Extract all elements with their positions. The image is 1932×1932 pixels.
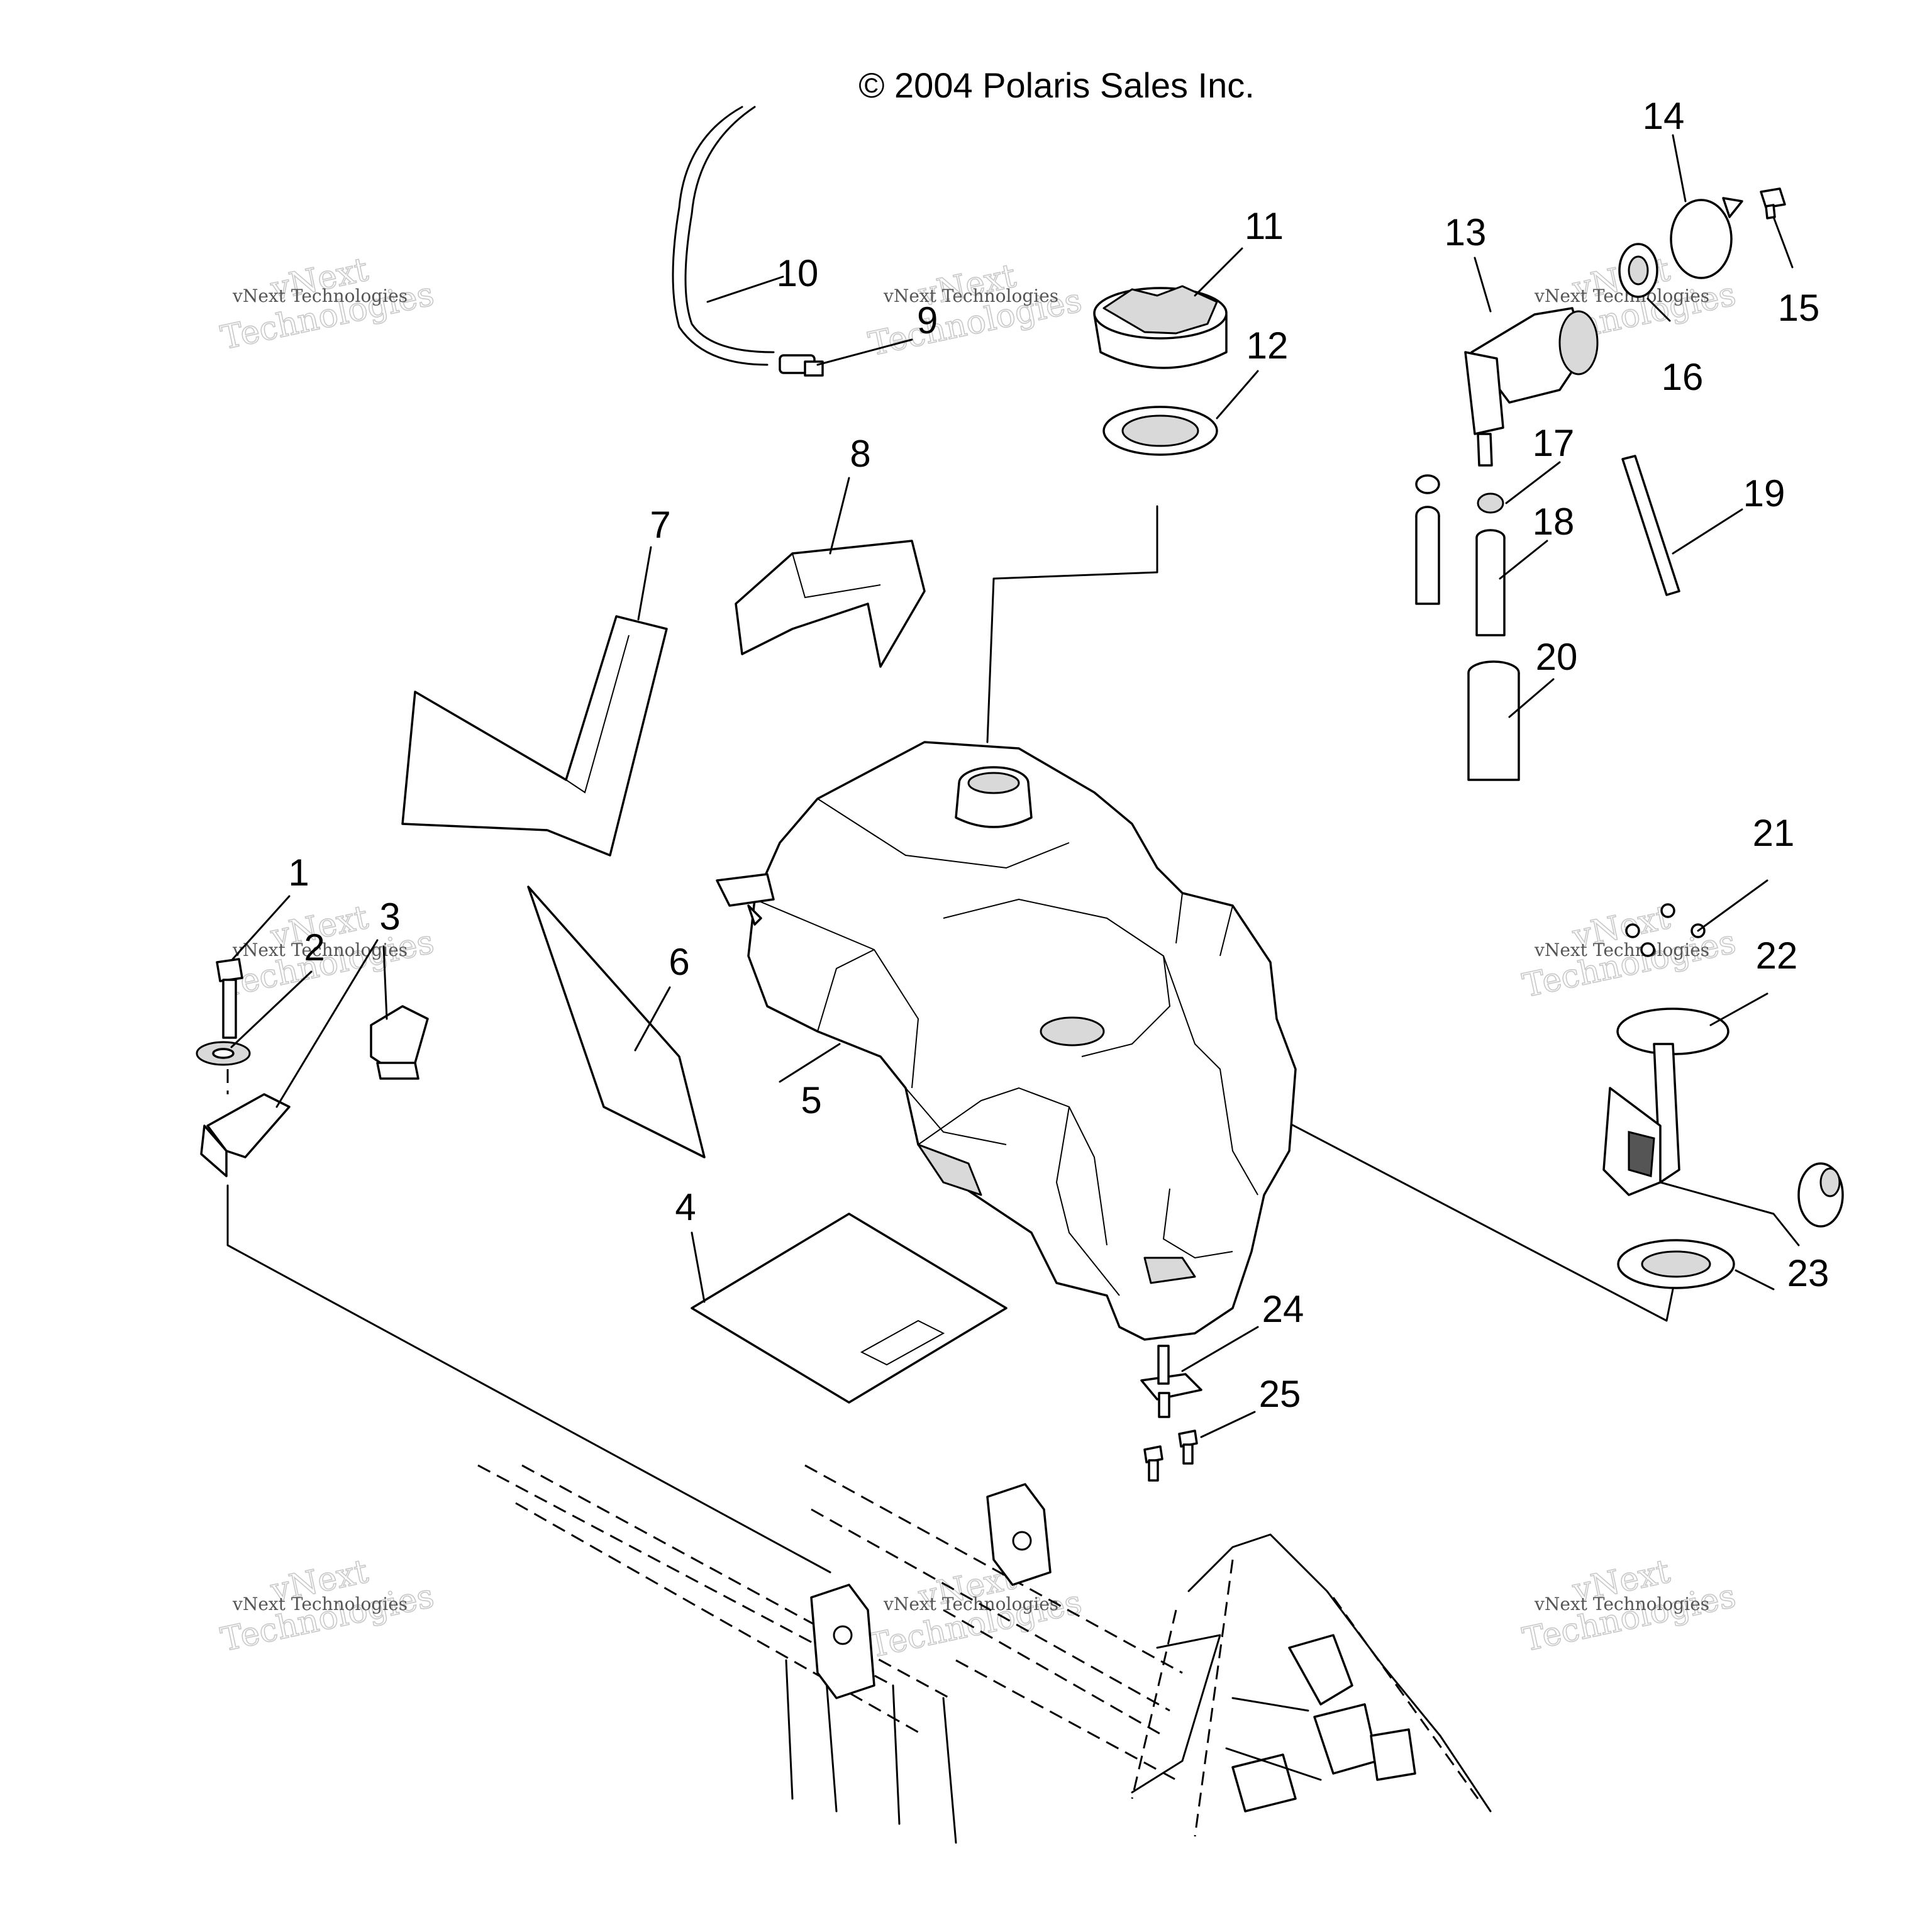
- callout-22: 22: [1756, 935, 1798, 977]
- leader-cap-to-tank: [986, 505, 1158, 743]
- mounting-hardware: [196, 958, 429, 1177]
- callout-2: 2: [304, 926, 325, 969]
- fuel-pump-part-22: [1602, 1008, 1844, 1246]
- leader-bracket-to-frame: [226, 1184, 831, 1574]
- nut-part-16: [1618, 243, 1658, 298]
- leader-pump-to-tank: [1257, 1106, 1674, 1322]
- vent-hose-part-10: [672, 106, 769, 366]
- callout-16: 16: [1662, 356, 1704, 398]
- screw-part-15: [1760, 187, 1786, 219]
- fuel-valve-part-13: [1464, 307, 1599, 467]
- callout-7: 7: [650, 504, 670, 546]
- callout-4: 4: [675, 1186, 696, 1228]
- fuel-tank: [716, 741, 1297, 1341]
- callout-13: 13: [1445, 211, 1487, 253]
- copyright-text: © 2004 Polaris Sales Inc.: [858, 65, 1255, 105]
- watermark-small-2: vNext Technologies: [883, 286, 1058, 306]
- callout-12: 12: [1246, 325, 1289, 367]
- callout-5: 5: [801, 1079, 821, 1121]
- pad-part-6: [527, 886, 706, 1158]
- watermark-small-1: vNext Technologies: [232, 286, 408, 306]
- watermark-small-9: vNext Technologies: [1534, 1594, 1709, 1614]
- clamps-and-hoses: [1415, 474, 1506, 636]
- callout-8: 8: [850, 433, 870, 475]
- strap-part-19: [1621, 455, 1680, 596]
- pad-part-4: [691, 1213, 1008, 1404]
- callout-25: 25: [1259, 1373, 1301, 1415]
- callout-1: 1: [288, 852, 309, 894]
- callout-6: 6: [669, 941, 689, 983]
- watermark-small-8: vNext Technologies: [883, 1594, 1058, 1614]
- gasket-part-12: [1102, 406, 1218, 456]
- screws-part-21: [1625, 903, 1706, 957]
- screws-part-25: [1143, 1430, 1198, 1482]
- callout-20: 20: [1536, 636, 1578, 678]
- callout-23: 23: [1787, 1252, 1829, 1294]
- callout-19: 19: [1743, 472, 1785, 514]
- callout-3: 3: [379, 896, 400, 938]
- callout-21: 21: [1753, 812, 1795, 854]
- callout-14: 14: [1643, 95, 1685, 137]
- watermark-small-7: vNext Technologies: [232, 1594, 408, 1614]
- foam-block-part-8: [735, 540, 926, 668]
- foam-strip-part-7: [401, 615, 668, 857]
- callout-10: 10: [777, 252, 819, 294]
- ring-gasket-part-23: [1617, 1239, 1735, 1289]
- callout-15: 15: [1778, 287, 1820, 329]
- watermark-small-6: vNext Technologies: [1534, 940, 1709, 960]
- watermark-small-3: vNext Technologies: [1534, 286, 1709, 306]
- callout-24: 24: [1262, 1288, 1304, 1330]
- callout-18: 18: [1533, 501, 1575, 543]
- check-valve-part-9: [779, 354, 824, 377]
- watermark-small-4: vNext Technologies: [232, 940, 408, 960]
- vent-hose-outline-part-10: [684, 106, 775, 353]
- leader-lines: [230, 134, 1794, 1438]
- bracket-part-24: [1140, 1345, 1202, 1418]
- cover-disc-part-14: [1670, 197, 1743, 279]
- chassis-frame: [477, 1464, 1492, 1844]
- callout-11: 11: [1245, 205, 1284, 247]
- hose-part-20: [1467, 660, 1520, 781]
- callout-17: 17: [1533, 422, 1575, 464]
- callout-9: 9: [917, 299, 938, 341]
- callout-numbers: 1 2 3 4 5 6 7 8 9 10 11 12 13 14 15 16 1…: [288, 95, 1829, 1415]
- fuel-cap-part-11: [1093, 285, 1228, 369]
